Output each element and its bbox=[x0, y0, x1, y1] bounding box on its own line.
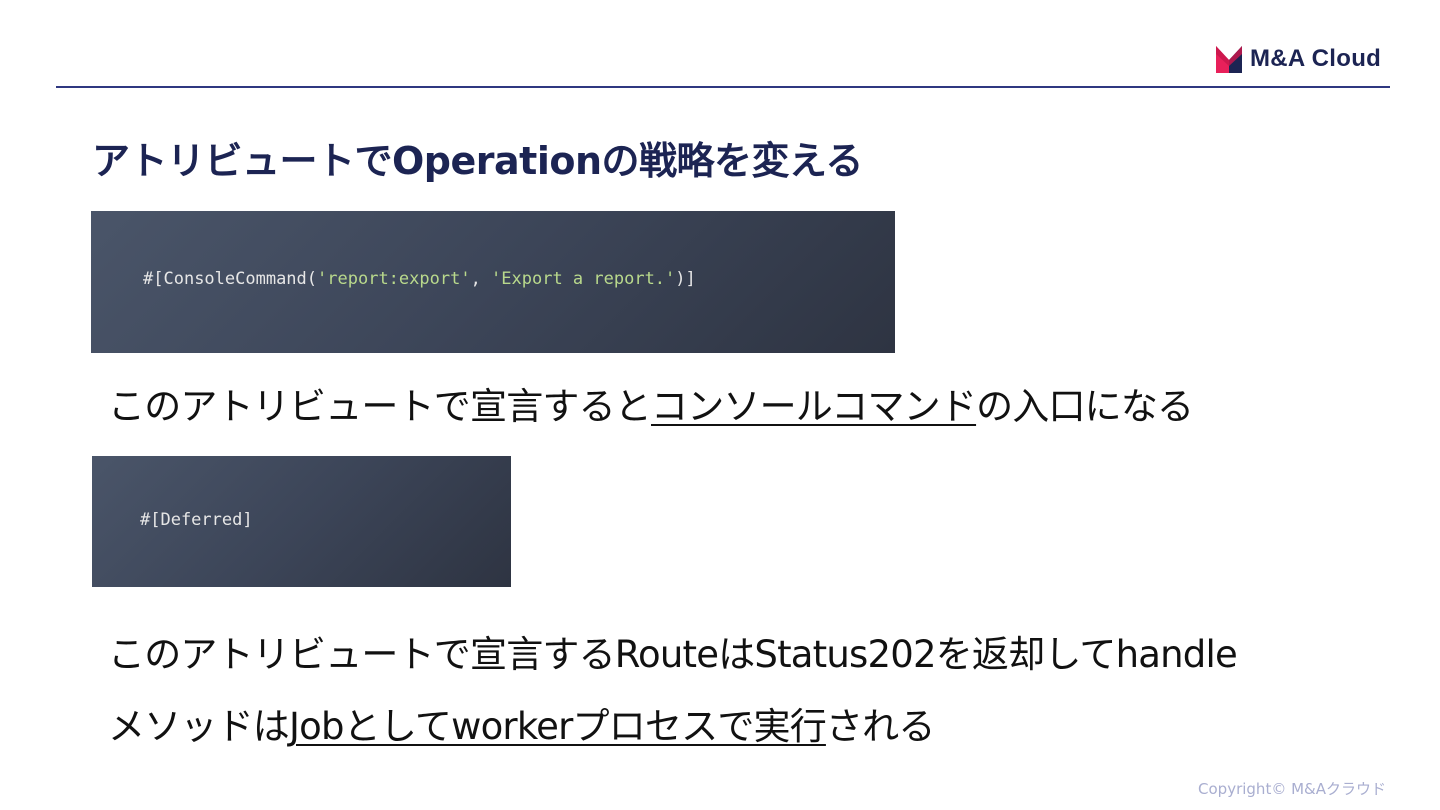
code-block-console-command: #[ConsoleCommand('report:export', 'Expor… bbox=[91, 211, 895, 353]
description-deferred-line1: このアトリビュートで宣言するRouteはStatus202を返却してhandle bbox=[108, 633, 1238, 676]
code-separator: , bbox=[470, 269, 492, 289]
code-string-arg1: 'report:export' bbox=[317, 269, 471, 289]
code-string-arg2: 'Export a report.' bbox=[491, 269, 676, 289]
desc1-underlined: コンソールコマンド bbox=[651, 385, 977, 428]
page-title: アトリビュートでOperationの戦略を変える bbox=[92, 139, 863, 183]
desc1-after: の入口になる bbox=[976, 385, 1194, 428]
code-attr-close: )] bbox=[675, 269, 696, 289]
desc2-line2-before: メソッドは bbox=[108, 705, 290, 748]
description-deferred-line2: メソッドはJobとしてworkerプロセスで実行される bbox=[108, 696, 935, 750]
code-block-deferred: #[Deferred] bbox=[92, 456, 511, 587]
code-attr-prefix: #[ bbox=[143, 269, 164, 289]
desc1-before: このアトリビュートで宣言すると bbox=[108, 385, 652, 428]
header-divider bbox=[56, 86, 1390, 88]
code-attr-name: ConsoleCommand bbox=[163, 269, 307, 289]
brand-logo: M&A Cloud bbox=[1216, 44, 1381, 74]
copyright-text: Copyright© M&Aクラウド bbox=[1198, 780, 1386, 798]
brand-name: M&A Cloud bbox=[1250, 45, 1382, 72]
code-paren-open: ( bbox=[306, 269, 318, 289]
desc2-line2-underlined: Jobとしてworkerプロセスで実行 bbox=[289, 705, 827, 748]
brand-mark-icon bbox=[1216, 45, 1242, 73]
code-line: #[Deferred] bbox=[140, 510, 253, 530]
description-console-command: このアトリビュートで宣言するとコンソールコマンドの入口になる bbox=[108, 376, 1194, 430]
desc2-line2-after: される bbox=[825, 705, 935, 748]
code-line: #[ConsoleCommand('report:export', 'Expor… bbox=[143, 269, 696, 289]
